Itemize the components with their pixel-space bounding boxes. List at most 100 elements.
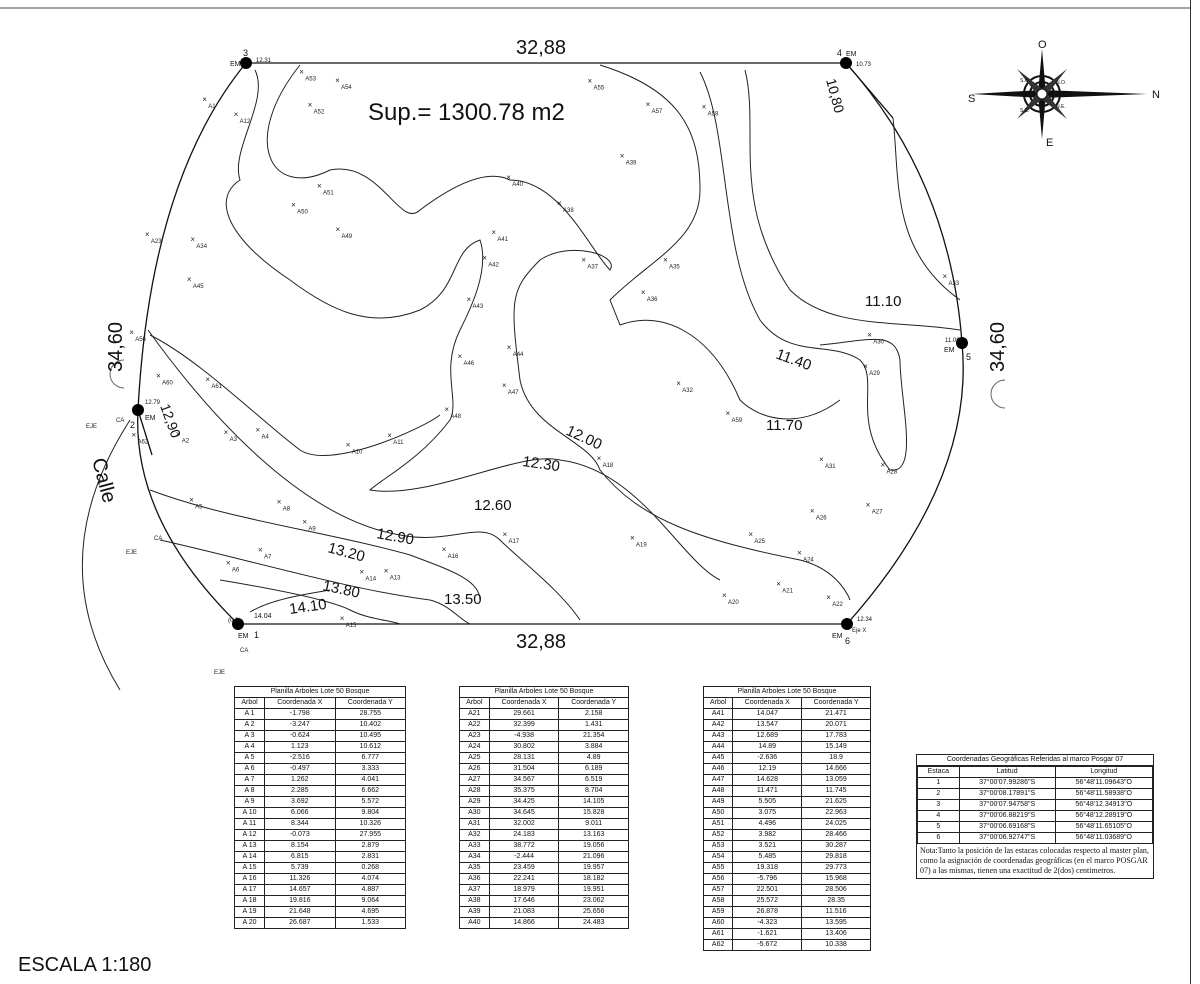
table-cell: 19.318 [732,862,803,874]
table-cell: A52 [702,829,734,841]
tree-marker: × [588,77,593,86]
dim-bottom: 32,88 [516,631,566,653]
table-cell: 4.887 [334,884,407,896]
table-cell: A33 [459,840,490,852]
table-cell: 3.075 [732,807,803,819]
geo-cell: 56°48'12.34913"O [1054,799,1154,811]
table-cell: A 16 [233,873,266,885]
tree-label: A8 [283,507,291,513]
table-cell: A50 [702,807,734,819]
tree-label: A28 [887,469,898,475]
table-cell: 21.083 [488,906,560,918]
tree-label: A6 [232,567,240,573]
table-cell: 5.572 [334,796,407,808]
tree-marker: × [630,533,635,542]
dim-left: 34,60 [105,322,127,372]
tree-marker: × [676,379,681,388]
table-cell: A42 [702,719,734,731]
tree-label: A42 [488,262,499,268]
sheet-frame-line [1190,0,1191,984]
table-cell: A55 [702,862,734,874]
table-cell: 29.661 [488,708,560,720]
tree-marker: × [346,440,351,449]
stake-3 [240,57,252,69]
table-cell: A48 [702,785,734,797]
svg-text:E: E [1046,137,1053,149]
geo-header: Estaca [917,766,960,778]
table-cell: 22.501 [732,884,803,896]
table-cell: A22 [459,719,490,731]
stake-3-num: 3 [243,48,248,58]
tree-label: A33 [949,281,960,287]
table-cell: 21.096 [558,851,629,863]
table-cell: 5.505 [732,796,803,808]
svg-text:EJE: EJE [214,670,225,676]
table-cell: A36 [459,873,490,885]
table-cell: 2.831 [334,851,407,863]
svg-text:14.10: 14.10 [288,596,328,618]
table-cell: 13.059 [801,774,871,786]
tree-marker: × [502,381,507,390]
tree-label: A56 [135,337,146,343]
svg-text:12.00: 12.00 [563,422,604,453]
table-cell: -0.073 [264,829,336,841]
table-cell: 14.866 [488,917,560,929]
tree-marker: × [866,500,871,509]
table-cell: A54 [702,851,734,863]
table-cell: 8.154 [264,840,336,852]
table-cell: A32 [459,829,490,841]
tree-marker: × [826,593,831,602]
table-cell: A 11 [233,818,266,830]
table-cell: -1.621 [732,928,803,940]
table-cell: 28.131 [488,752,560,764]
tree-marker: × [131,431,136,440]
table-cell: 19.957 [558,862,629,874]
table-cell: A 17 [233,884,266,896]
table-cell: 34.425 [488,796,560,808]
stake-1 [232,618,244,630]
svg-text:N.E.: N.E. [1056,104,1066,110]
tree-marker: × [943,272,948,281]
table-cell: 34.567 [488,774,560,786]
table-cell: 2.158 [558,708,629,720]
geo-cell: 56°48'11.58938"O [1054,788,1154,800]
table-cell: 8.704 [558,785,629,797]
table-cell: -4.938 [488,730,560,742]
table-cell: -5.796 [732,873,803,885]
svg-text:CA: CA [240,648,248,654]
tree-marker: × [867,331,872,340]
dim-corner: 10,80 [823,77,848,115]
table-cell: -1.798 [264,708,336,720]
table-cell: 6.189 [558,763,629,775]
tree-label: A9 [308,527,316,533]
street-curve [81,419,131,690]
table-cell: 15.828 [558,807,629,819]
tree-label: A2 [182,439,190,445]
tree-label: A25 [754,539,765,545]
table-cell: A 6 [233,763,266,775]
table-cell: 25.572 [732,895,803,907]
table-cell: 9.011 [558,818,629,830]
table-cell: 25.656 [558,906,629,918]
tree-marker: × [620,152,625,161]
svg-text:S.E.: S.E. [1020,108,1029,114]
table-cell: 4.041 [334,774,407,786]
svg-text:S: S [968,93,975,105]
tree-label: A15 [346,623,357,629]
